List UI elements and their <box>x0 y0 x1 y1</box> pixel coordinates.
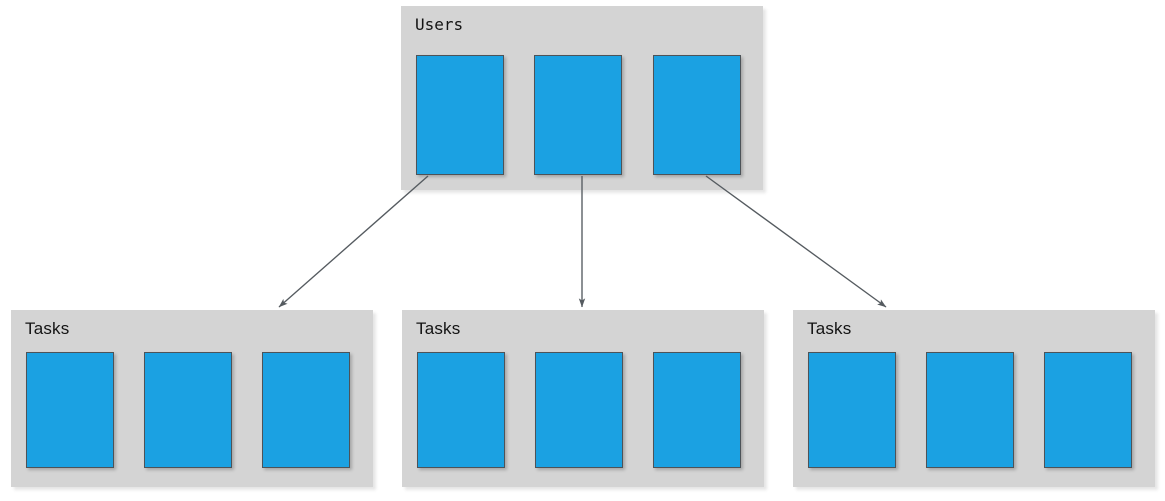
group-label-users: Users <box>415 15 464 34</box>
task-right-box-3[interactable] <box>1044 352 1132 468</box>
arrow-users-to-tasks-right <box>705 175 887 308</box>
task-middle-box-3[interactable] <box>653 352 741 468</box>
user-box-1[interactable] <box>416 55 504 175</box>
task-right-box-2[interactable] <box>926 352 1014 468</box>
task-left-box-1[interactable] <box>26 352 114 468</box>
group-label-tasks-middle: Tasks <box>416 319 461 338</box>
task-left-box-3[interactable] <box>262 352 350 468</box>
task-right-box-1[interactable] <box>808 352 896 468</box>
user-box-2[interactable] <box>534 55 622 175</box>
group-tasks-left[interactable]: Tasks <box>11 310 373 487</box>
task-middle-box-2[interactable] <box>535 352 623 468</box>
group-label-tasks-left: Tasks <box>25 319 70 338</box>
task-middle-box-1[interactable] <box>417 352 505 468</box>
user-box-3[interactable] <box>653 55 741 175</box>
group-users[interactable]: Users <box>401 6 763 190</box>
group-label-tasks-right: Tasks <box>807 319 852 338</box>
group-tasks-right[interactable]: Tasks <box>793 310 1155 487</box>
task-left-box-2[interactable] <box>144 352 232 468</box>
arrow-users-to-tasks-left <box>278 175 429 308</box>
group-tasks-middle[interactable]: Tasks <box>402 310 764 487</box>
